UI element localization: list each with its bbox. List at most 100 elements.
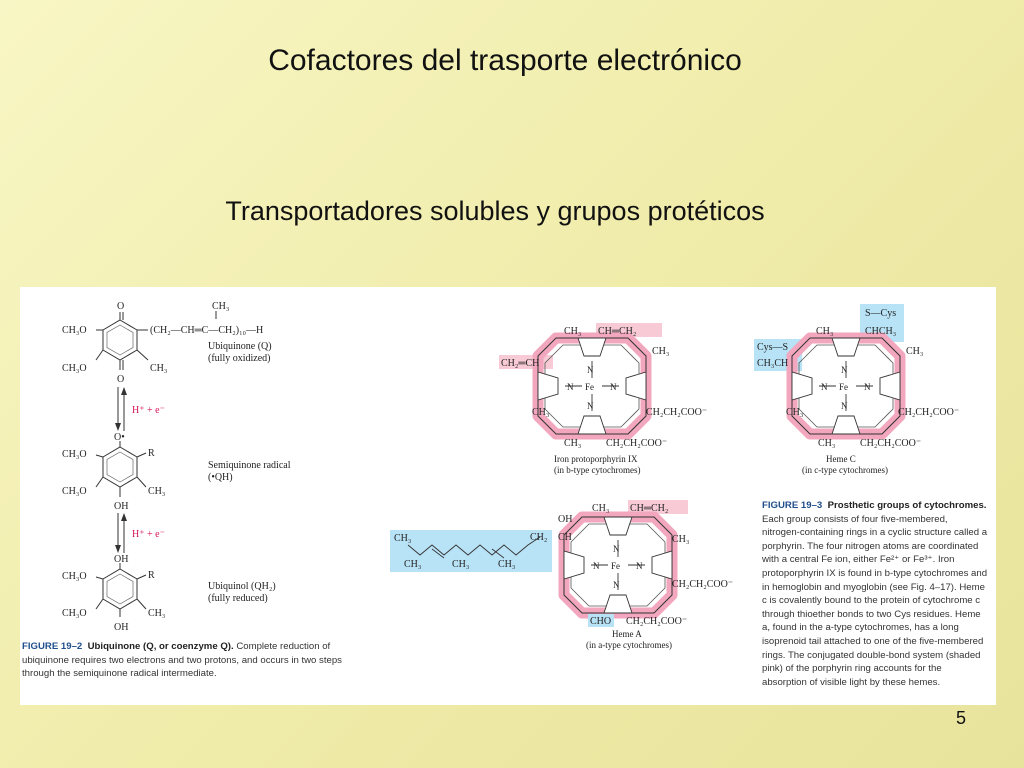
heme-a-ch: CH bbox=[558, 532, 572, 543]
slide-subtitle: Transportadores solubles y grupos protét… bbox=[225, 196, 765, 226]
heme-a-propionate-right: CH₂CH₂COO⁻ bbox=[672, 579, 733, 590]
heme-b-n-bottom: N bbox=[587, 401, 594, 411]
ubiquinone-ring-ch3: CH₃ bbox=[150, 363, 167, 374]
semiquinone-oh: OH bbox=[114, 501, 128, 512]
heme-b-fe: Fe bbox=[585, 382, 594, 392]
semiquinone-structure: O• R CH₃O CH₃O CH₃ OH Semiquinone radica… bbox=[62, 432, 291, 512]
ubiquinone-ch3o-bottom: CH₃O bbox=[62, 363, 87, 374]
figure-19-2-label: FIGURE 19–2 bbox=[22, 641, 83, 652]
heme-b-n-right: N bbox=[610, 382, 617, 392]
heme-b-propionate-right: CH₂CH₂COO⁻ bbox=[646, 407, 707, 418]
heme-b-ch3-right: CH₃ bbox=[652, 346, 669, 357]
ubiquinol-ring-ch3: CH₃ bbox=[148, 608, 165, 619]
textbook-figure: O CH₃O (CH₂—CH═C—CH₂)₁₀—H CH₃ CH₃O CH₃ O… bbox=[20, 287, 996, 705]
heme-c-context: (in c-type cytochromes) bbox=[802, 465, 888, 475]
heme-b-vinyl-left: CH₂═CH bbox=[501, 358, 539, 369]
reduction-step-1: H⁺ + e⁻ bbox=[115, 387, 165, 431]
figure-19-3-bold: Prosthetic groups of cytochromes. bbox=[827, 500, 987, 511]
heme-c-ch3ch-left: CH₃CH bbox=[757, 358, 788, 369]
heme-b-ch3-bottom: CH₃ bbox=[564, 438, 581, 449]
heme-a-ch3-right: CH₃ bbox=[672, 534, 689, 545]
heme-b-structure: CH₃ CH═CH₂ CH₂═CH CH₃ N N Fe N N CH₃ CH₂… bbox=[499, 323, 707, 475]
figure-19-3-text: Each group consists of four five-membere… bbox=[762, 513, 988, 688]
heme-a-structure: CH₃ CH₃ CH₃ CH₃ CH₂ OH CH CH₃ CH═CH₂ CH₃… bbox=[390, 500, 733, 650]
step2-label: H⁺ + e⁻ bbox=[132, 529, 165, 540]
heme-b-ch3-bl: CH₃ bbox=[532, 407, 549, 418]
heme-a-oh: OH bbox=[558, 514, 572, 525]
figure-19-2-bold: Ubiquinone (Q, or coenzyme Q). bbox=[87, 641, 234, 652]
heme-b-n-top: N bbox=[587, 365, 594, 375]
heme-b-n-left: N bbox=[567, 382, 574, 392]
semiquinone-state: (•QH) bbox=[208, 472, 233, 483]
semiquinone-o-radical: O• bbox=[114, 432, 125, 443]
ubiquinol-name: Ubiquinol (QH₂) bbox=[208, 581, 276, 592]
ubiquinone-o-bottom: O bbox=[117, 374, 124, 385]
ubiquinone-chain-ch3: CH₃ bbox=[212, 301, 229, 312]
ubiquinone-structure: O CH₃O (CH₂—CH═C—CH₂)₁₀—H CH₃ CH₃O CH₃ O… bbox=[62, 301, 272, 385]
heme-c-cys-s-left: Cys—S bbox=[757, 342, 788, 353]
heme-c-propionate-bottom: CH₂CH₂COO⁻ bbox=[860, 438, 921, 449]
semiquinone-name: Semiquinone radical bbox=[208, 460, 291, 471]
heme-a-name: Heme A bbox=[612, 629, 642, 639]
heme-a-n-left: N bbox=[593, 561, 600, 571]
ubiquinol-state: (fully reduced) bbox=[208, 593, 268, 604]
structures-drawing: O CH₃O (CH₂—CH═C—CH₂)₁₀—H CH₃ CH₃O CH₃ O… bbox=[62, 301, 959, 650]
heme-a-tail-ch3-2: CH₃ bbox=[404, 559, 421, 570]
ubiquinol-r: R bbox=[148, 570, 155, 581]
heme-c-n-bottom: N bbox=[841, 401, 848, 411]
heme-b-name: Iron protoporphyrin IX bbox=[554, 454, 638, 464]
ubiquinone-chain: (CH₂—CH═C—CH₂)₁₀—H bbox=[150, 325, 263, 336]
heme-a-propionate-bottom: CH₂CH₂COO⁻ bbox=[626, 616, 687, 627]
heme-a-cho: CHO bbox=[590, 616, 611, 627]
heme-c-ch3-right: CH₃ bbox=[906, 346, 923, 357]
semiquinone-ring-ch3: CH₃ bbox=[148, 486, 165, 497]
heme-b-context: (in b-type cytochromes) bbox=[554, 465, 640, 475]
semiquinone-ch3o-top: CH₃O bbox=[62, 449, 87, 460]
ubiquinone-state: (fully oxidized) bbox=[208, 353, 270, 364]
heme-a-tail-ch3-1: CH₃ bbox=[394, 533, 411, 544]
heme-a-n-bottom: N bbox=[613, 580, 620, 590]
step1-label: H⁺ + e⁻ bbox=[132, 405, 165, 416]
ubiquinol-oh-bottom: OH bbox=[114, 622, 128, 633]
ubiquinone-name: Ubiquinone (Q) bbox=[208, 341, 272, 352]
heme-a-n-right: N bbox=[636, 561, 643, 571]
ubiquinol-ch3o-top: CH₃O bbox=[62, 571, 87, 582]
heme-c-propionate-right: CH₂CH₂COO⁻ bbox=[898, 407, 959, 418]
heme-c-n-left: N bbox=[821, 382, 828, 392]
heme-b-ch3-tl: CH₃ bbox=[564, 326, 581, 337]
heme-c-s-cys-top: S—Cys bbox=[865, 308, 896, 319]
heme-c-name: Heme C bbox=[826, 454, 856, 464]
heme-a-vinyl-top: CH═CH₂ bbox=[630, 503, 668, 514]
heme-c-n-top: N bbox=[841, 365, 848, 375]
slide-title: Cofactores del trasporte electrónico bbox=[268, 44, 742, 77]
heme-c-ch3-bl: CH₃ bbox=[786, 407, 803, 418]
heme-a-ch3-tl: CH₃ bbox=[592, 503, 609, 514]
figure-19-3-caption: FIGURE 19–3 Prosthetic groups of cytochr… bbox=[762, 499, 988, 689]
ubiquinone-o-top: O bbox=[117, 301, 124, 312]
heme-a-context: (in a-type cytochromes) bbox=[586, 640, 672, 650]
heme-c-ch3-tl: CH₃ bbox=[816, 326, 833, 337]
figure-19-2-caption: FIGURE 19–2 Ubiquinone (Q, or coenzyme Q… bbox=[22, 640, 352, 681]
ubiquinol-oh-top: OH bbox=[114, 554, 128, 565]
heme-a-tail-ch2: CH₂ bbox=[530, 532, 547, 543]
heme-c-chch3-top: CHCH₃ bbox=[865, 326, 896, 337]
heme-a-tail-ch3-3: CH₃ bbox=[452, 559, 469, 570]
heme-b-propionate-bottom: CH₂CH₂COO⁻ bbox=[606, 438, 667, 449]
reduction-step-2: H⁺ + e⁻ bbox=[115, 513, 165, 553]
heme-c-ch3-bottom: CH₃ bbox=[818, 438, 835, 449]
heme-c-fe: Fe bbox=[839, 382, 848, 392]
figure-19-2-text: Complete reduction of ubiquinone require… bbox=[22, 641, 342, 680]
ubiquinone-ch3o-top: CH₃O bbox=[62, 325, 87, 336]
heme-a-n-top: N bbox=[613, 544, 620, 554]
semiquinone-r: R bbox=[148, 448, 155, 459]
figure-19-3-label: FIGURE 19–3 bbox=[762, 500, 823, 511]
ubiquinol-structure: OH R CH₃O CH₃O CH₃ OH Ubiquinol (QH₂) (f… bbox=[62, 554, 276, 633]
heme-c-structure: S—Cys CHCH₃ CH₃ Cys—S CH₃CH CH₃ N N Fe N… bbox=[754, 304, 959, 475]
page-number: 5 bbox=[955, 708, 966, 728]
ubiquinol-ch3o-bottom: CH₃O bbox=[62, 608, 87, 619]
semiquinone-ch3o-bottom: CH₃O bbox=[62, 486, 87, 497]
heme-c-n-right: N bbox=[864, 382, 871, 392]
heme-a-fe: Fe bbox=[611, 561, 620, 571]
heme-b-vinyl-top: CH═CH₂ bbox=[598, 326, 636, 337]
heme-a-tail-ch3-4: CH₃ bbox=[498, 559, 515, 570]
